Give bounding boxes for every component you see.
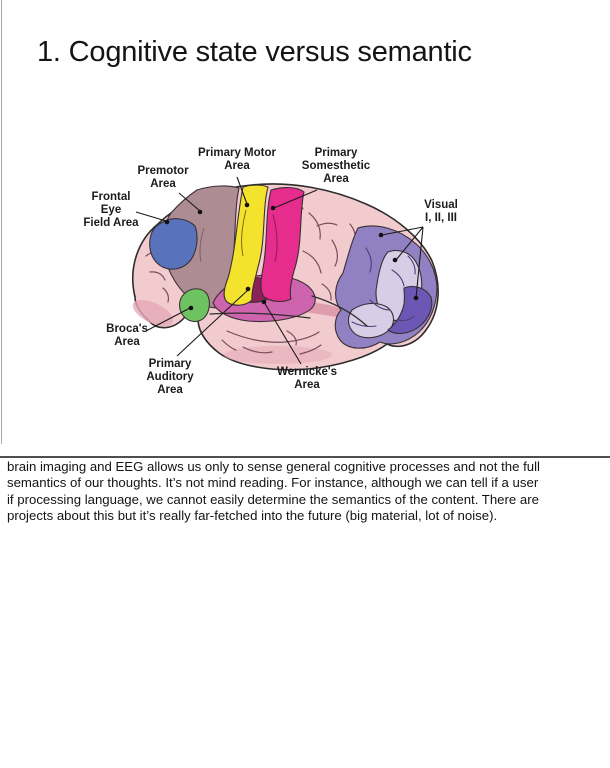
occipital-sulci <box>351 247 416 328</box>
region-visual-lavender-strip <box>347 302 395 339</box>
label-primary-motor-area: Primary Motor Area <box>198 147 276 172</box>
region-frontal-eye-field <box>149 218 198 270</box>
label-visual-areas: Visual I, II, III <box>424 199 458 224</box>
label-primary-somesthetic-area: Primary Somesthetic Area <box>301 147 371 185</box>
sylvian-fissure <box>209 312 311 319</box>
label-brocas-area: Broca's Area <box>106 323 148 348</box>
somesthetic-sulcus <box>272 213 278 263</box>
note-line: projects about this but it’s really far-… <box>7 508 498 524</box>
label-frontal-eye-field-area: Frontal Eye Field Area <box>83 191 139 229</box>
label-primary-auditory-area: Primary Auditory Area <box>146 358 194 396</box>
region-broca <box>179 288 210 323</box>
parietal-temporal-line <box>311 295 368 327</box>
pointer-dots <box>164 202 419 311</box>
region-primary-motor <box>223 184 269 306</box>
premotor-sulcus <box>199 227 205 263</box>
motor-sulcus <box>241 209 247 257</box>
region-visual-tertiary <box>387 285 433 335</box>
leader-lines <box>135 176 424 365</box>
label-premotor-area: Premotor Area <box>137 165 189 190</box>
note-line: semantics of our thoughts. It’s not mind… <box>7 475 539 491</box>
notes-paragraph: brain imaging and EEG allows us only to … <box>7 459 607 525</box>
note-line: brain imaging and EEG allows us only to … <box>7 459 540 474</box>
region-somesthetic <box>260 187 305 302</box>
notes-divider <box>0 456 610 458</box>
slide-left-border <box>1 0 2 444</box>
label-wernickes-area: Wernicke's Area <box>276 366 338 391</box>
page-title: 1. Cognitive state versus semantic <box>37 36 472 68</box>
note-line: if processing language, we cannot easily… <box>7 491 539 507</box>
